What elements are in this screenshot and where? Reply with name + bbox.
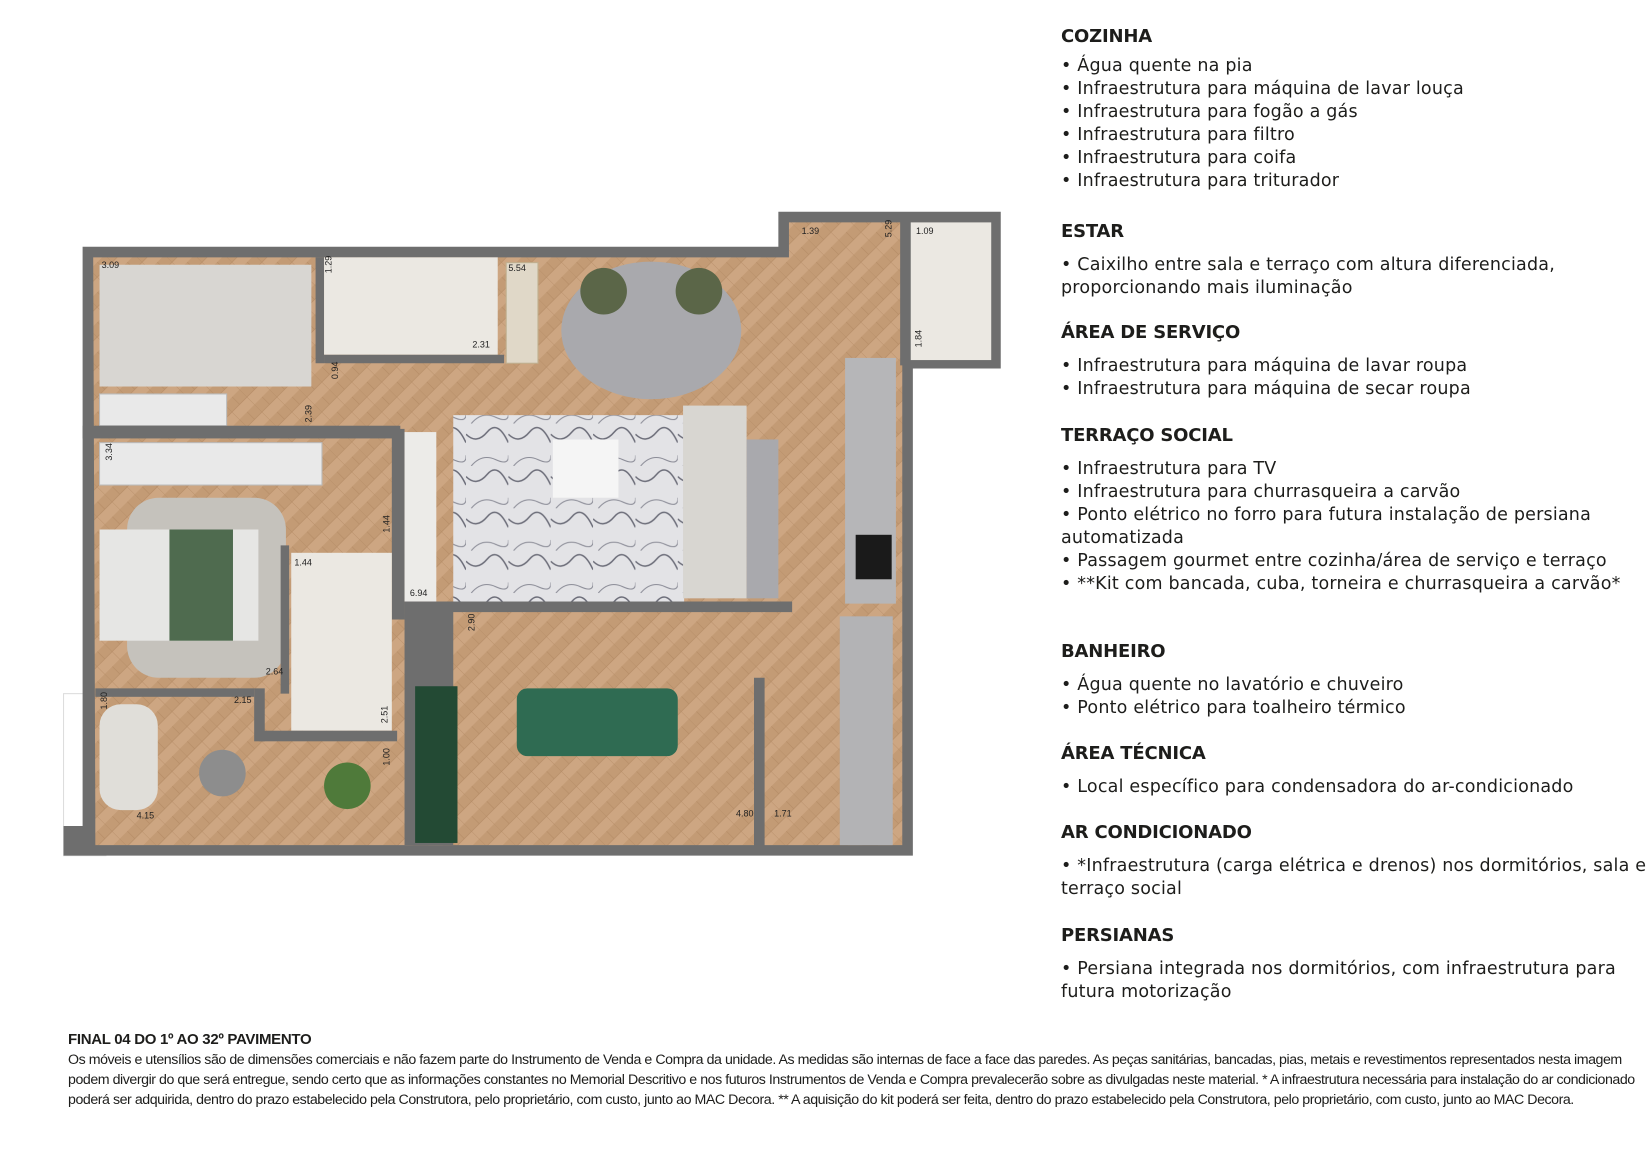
- wall: [442, 601, 793, 613]
- desk: [99, 704, 158, 811]
- spec-item: • Água quente no lavatório e chuveiro: [1061, 675, 1404, 695]
- dimension-label: 4.80: [736, 808, 754, 818]
- spec-item: • Infraestrutura para máquina de lavar r…: [1061, 356, 1468, 376]
- bedroom-1-bed: [99, 264, 312, 387]
- laundry-counter: [839, 616, 893, 846]
- suite-bathroom: [291, 552, 392, 731]
- dimension-label: 2.51: [380, 706, 390, 724]
- spec-item: • Infraestrutura para máquina de lavar l…: [1061, 79, 1464, 99]
- dimension-label: 2.64: [266, 667, 284, 677]
- dimension-label: 1.44: [382, 515, 392, 533]
- dimension-label: 1.44: [294, 558, 312, 568]
- dimension-label: 1.80: [99, 692, 109, 710]
- wall: [391, 428, 405, 620]
- dimension-label: 1.29: [323, 256, 333, 274]
- spec-section: ÁREA TÉCNICA • Local específico para cond…: [1061, 739, 1651, 799]
- spec-item: • Infraestrutura para fogão a gás: [1061, 102, 1358, 122]
- wall: [280, 545, 290, 694]
- spec-section-title: COZINHA: [1061, 26, 1152, 47]
- spec-item: • Infraestrutura para TV: [1061, 459, 1277, 479]
- dimension-label: 5.29: [884, 220, 894, 238]
- wall: [315, 257, 325, 364]
- spec-item: • Persiana integrada nos dormitórios, co…: [1061, 959, 1616, 1002]
- dining-table: [516, 688, 678, 757]
- sofa: [683, 405, 747, 599]
- spec-section: TERRAÇO SOCIAL • Infraestrutura para TV • …: [1061, 421, 1651, 596]
- chair: [199, 749, 246, 797]
- footer-disclaimer: Os móveis e utensílios são de dimensões …: [68, 1052, 1635, 1108]
- bathroom-service: [910, 222, 992, 361]
- spec-section-title: AR CONDICIONADO: [1061, 822, 1252, 843]
- spec-item: • Passagem gourmet entre cozinha/área de…: [1061, 551, 1607, 571]
- wall: [754, 677, 765, 848]
- floor-plan: 3.09 1.29 2.31 5.54 1.39 5.29 1.09 1.84 0.94 2.39…: [63, 211, 1001, 857]
- footer: FINAL 04 DO 1º AO 32º PAVIMENTO Os móvei…: [68, 1030, 1648, 1110]
- spec-section-title: TERRAÇO SOCIAL: [1061, 425, 1233, 446]
- armchair: [675, 267, 723, 315]
- spec-item: • Água quente na pia: [1061, 56, 1253, 76]
- spec-item: • Ponto elétrico para toalheiro térmico: [1061, 698, 1406, 718]
- spec-item: • Infraestrutura para filtro: [1061, 125, 1295, 145]
- dimension-label: 2.31: [472, 339, 490, 349]
- cooktop: [855, 534, 892, 580]
- dimension-label: 1.39: [802, 226, 820, 236]
- dimension-label: 2.39: [303, 405, 313, 423]
- coffee-table: [552, 439, 619, 498]
- spec-item: • Infraestrutura para máquina de secar r…: [1061, 379, 1471, 399]
- bed-blanket: [169, 529, 233, 641]
- dimension-label: 5.54: [508, 263, 526, 273]
- grill: [415, 686, 458, 843]
- dimension-label: 6.94: [410, 588, 428, 598]
- bathroom-1: [324, 257, 498, 355]
- spec-section-title: ESTAR: [1061, 221, 1124, 242]
- dimension-label: 1.71: [774, 808, 792, 818]
- dimension-label: 1.00: [382, 748, 392, 766]
- wall: [254, 688, 265, 742]
- armchair: [580, 267, 627, 315]
- master-wardrobe: [99, 442, 323, 486]
- dimension-label: 4.15: [137, 811, 155, 821]
- plant: [324, 762, 371, 810]
- dimension-label: 3.34: [104, 443, 114, 461]
- spec-section-title: ÁREA DE SERVIÇO: [1061, 322, 1241, 343]
- footer-title: FINAL 04 DO 1º AO 32º PAVIMENTO: [68, 1031, 312, 1048]
- dimension-label: 0.94: [330, 362, 340, 380]
- wall: [259, 730, 398, 742]
- bedroom-1-wardrobe: [99, 393, 228, 427]
- spec-section-title: ÁREA TÉCNICA: [1061, 743, 1206, 764]
- spec-item: • Caixilho entre sala e terraço com altu…: [1061, 255, 1555, 298]
- dimension-label: 1.09: [916, 226, 934, 236]
- wall: [324, 354, 505, 364]
- spec-section: COZINHA • Água quente na pia • Infraestrut…: [1061, 22, 1651, 193]
- wall: [82, 425, 401, 439]
- counter: [746, 439, 779, 599]
- spec-section-title: BANHEIRO: [1061, 641, 1166, 662]
- spec-section: ESTAR • Caixilho entre sala e terraço com…: [1061, 217, 1651, 300]
- spec-item: • Local específico para condensadora do …: [1061, 777, 1574, 797]
- dimension-label: 2.15: [234, 695, 252, 705]
- spec-item: • Infraestrutura para triturador: [1061, 171, 1340, 191]
- wine-rack: [505, 262, 539, 364]
- dimension-label: 2.90: [466, 614, 476, 632]
- spec-section: AR CONDICIONADO • *Infraestrutura (carga …: [1061, 818, 1651, 901]
- spec-item: • Ponto elétrico no forro para futura in…: [1061, 505, 1592, 548]
- spec-section-title: PERSIANAS: [1061, 925, 1175, 946]
- spec-section: BANHEIRO • Água quente no lavatório e chu…: [1061, 637, 1651, 720]
- spec-section: PERSIANAS • Persiana integrada nos dormit…: [1061, 921, 1651, 1004]
- spec-item: • *Infraestrutura (carga elétrica e dren…: [1061, 856, 1647, 899]
- dimension-label: 3.09: [102, 260, 120, 270]
- dimension-label: 1.84: [913, 330, 923, 348]
- spec-item: • Infraestrutura para churrasqueira a ca…: [1061, 482, 1461, 502]
- spec-item: • **Kit com bancada, cuba, torneira e ch…: [1061, 574, 1621, 594]
- spec-section: ÁREA DE SERVIÇO • Infraestrutura para máq…: [1061, 318, 1651, 401]
- tv-panel: [404, 432, 437, 602]
- spec-item: • Infraestrutura para coifa: [1061, 148, 1297, 168]
- wall: [95, 688, 255, 697]
